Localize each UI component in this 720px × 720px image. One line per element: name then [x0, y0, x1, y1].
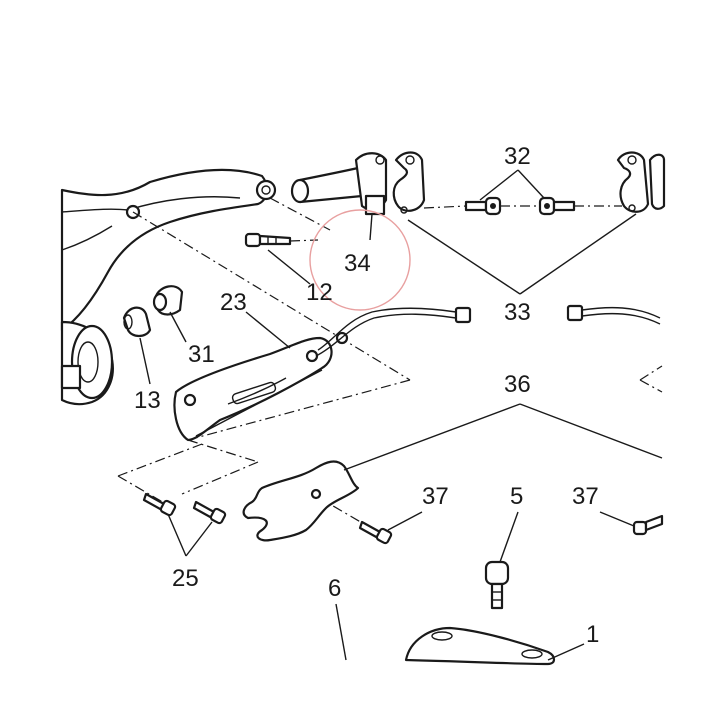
callout-5: 5	[510, 483, 523, 510]
bolt-25-left	[142, 492, 177, 517]
bolt-32-left	[464, 196, 502, 216]
callout-23: 23	[220, 289, 247, 316]
bolt-32-right	[538, 196, 576, 216]
clip-31	[152, 285, 184, 316]
highlight-circle	[309, 209, 411, 311]
callout-13: 13	[134, 387, 161, 414]
bolt-37-left	[358, 520, 393, 545]
bolt-12	[244, 232, 292, 248]
clamp-half-right	[616, 151, 666, 213]
callout-1: 1	[586, 621, 599, 648]
callout-34: 34	[344, 250, 371, 277]
mount-post	[290, 152, 388, 216]
base-part-1	[404, 626, 556, 666]
leader-lines	[139, 169, 663, 661]
hub-assembly	[60, 320, 114, 406]
spacer-13	[122, 306, 152, 338]
clamp-half-left	[392, 151, 426, 214]
callout-6: 6	[328, 575, 341, 602]
bolt-25-right	[192, 500, 227, 525]
callout-32: 32	[504, 143, 531, 170]
bolt-37-right	[632, 514, 664, 536]
wire-harness	[315, 304, 661, 357]
bolt-5	[484, 560, 510, 610]
callout-36: 36	[504, 371, 531, 398]
callout-25: 25	[172, 565, 199, 592]
callout-37-left: 37	[422, 483, 449, 510]
mounting-plate-36	[242, 460, 360, 542]
callout-labels: 32 34 12 23 33 31 13 36 37 5 37 25 6 1	[134, 143, 599, 648]
callout-33: 33	[504, 299, 531, 326]
callout-31: 31	[188, 341, 215, 368]
swingarm-frame	[60, 168, 277, 332]
callout-37-right: 37	[572, 483, 599, 510]
callout-12: 12	[306, 279, 333, 306]
